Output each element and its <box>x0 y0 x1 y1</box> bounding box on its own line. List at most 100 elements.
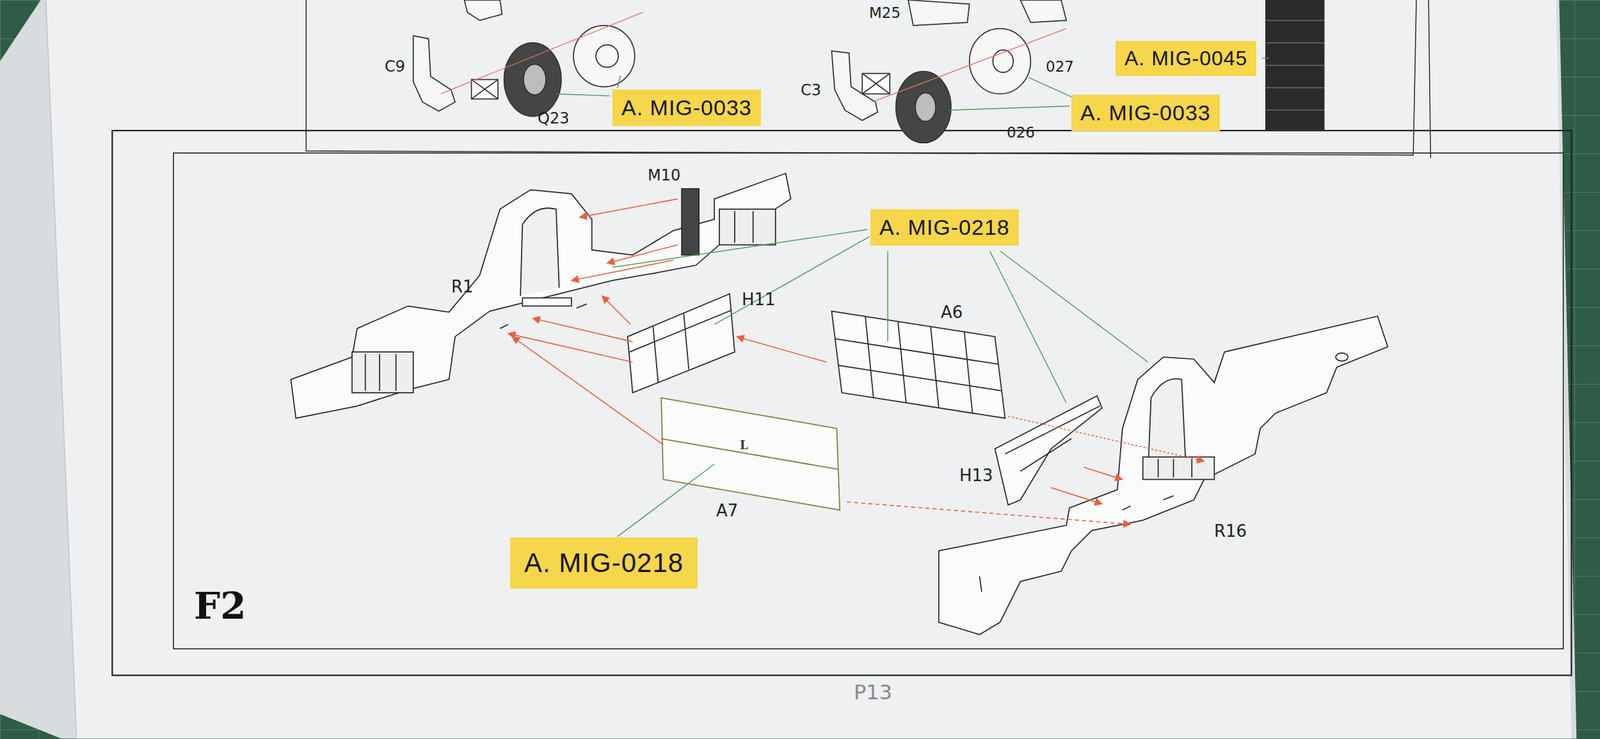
illustration-part <box>508 333 633 363</box>
paint-callout: A. MIG-0218 <box>870 209 1019 246</box>
step-number: F2 <box>192 586 249 626</box>
illustration-part <box>652 326 658 383</box>
callout-text: A. MIG-0033 <box>621 95 752 121</box>
illustration-part <box>1000 250 1149 363</box>
illustration-part <box>1004 406 1100 455</box>
illustration-part <box>1265 87 1325 88</box>
illustration-part <box>896 71 952 144</box>
part-number: Q23 <box>535 110 571 127</box>
illustration-part <box>862 73 890 95</box>
illustration-part <box>938 316 1389 635</box>
illustration-part <box>1265 110 1325 111</box>
illustration-part <box>305 0 1417 155</box>
illustration-part <box>1262 57 1270 59</box>
illustration-part <box>837 365 1001 392</box>
illustration-part <box>734 211 736 243</box>
illustration-part <box>1265 19 1325 21</box>
illustration-part <box>1265 64 1325 66</box>
callout-text: A. MIG-0033 <box>1080 100 1211 126</box>
illustration-part <box>520 208 560 296</box>
illustration-part <box>617 464 715 537</box>
paint-callout: A. MIG-0033 <box>612 89 761 127</box>
illustration-part <box>969 28 1032 95</box>
illustration-part <box>532 318 633 342</box>
illustration-part <box>612 229 1149 537</box>
illustration-part <box>1265 20 1325 111</box>
illustration-part <box>930 326 939 409</box>
paint-callout: A. MIG-0045 <box>1115 40 1257 77</box>
paint-callout: A. MIG-0218 <box>510 537 698 589</box>
illustration-part <box>46 0 1572 739</box>
illustration-part <box>719 209 776 246</box>
illustration-part <box>995 396 1103 506</box>
illustration-part <box>290 173 791 419</box>
illustration-part <box>571 260 674 281</box>
illustration-part <box>661 398 840 511</box>
illustration-part <box>1050 487 1103 505</box>
illustration-part <box>464 0 502 21</box>
illustration-part <box>612 229 868 268</box>
illustration-part <box>964 331 973 414</box>
illustration-part <box>629 310 732 352</box>
illustration-part <box>915 92 936 122</box>
illustration-part <box>1143 456 1215 480</box>
illustration-part <box>846 501 1131 525</box>
illustration-part <box>831 0 1067 143</box>
illustration-part <box>1083 467 1123 480</box>
illustration-part <box>908 0 970 26</box>
page-number: P13 <box>851 681 895 704</box>
illustration-part <box>352 352 414 393</box>
part-number: H13 <box>957 466 996 485</box>
illustration-part <box>471 79 498 99</box>
callout-text: A. MIG-0045 <box>1124 46 1248 71</box>
illustration-part <box>992 49 1014 73</box>
illustration-part <box>364 353 367 391</box>
illustration-part <box>595 44 619 68</box>
illustration-part <box>862 73 890 95</box>
illustration-part <box>112 130 1572 676</box>
illustration-part <box>862 73 890 95</box>
part-number: M10 <box>645 167 683 184</box>
illustration-part <box>681 188 699 256</box>
part-number: A7 <box>714 501 740 520</box>
illustration-part <box>617 75 621 88</box>
illustration-part <box>440 12 644 95</box>
illustration-part <box>46 0 77 739</box>
illustration-part <box>512 336 664 445</box>
illustration-part <box>556 94 611 96</box>
illustration-part <box>1173 458 1175 478</box>
illustration-part <box>1265 42 1325 43</box>
illustration-part <box>990 250 1067 404</box>
part-number: C9 <box>382 58 408 75</box>
illustration-part <box>602 295 632 325</box>
illustration-part <box>1428 0 1431 159</box>
illustration-part <box>865 316 874 399</box>
illustration-part <box>1163 496 1174 500</box>
illustration-part <box>1191 458 1193 478</box>
illustration-part <box>831 311 1005 418</box>
illustration-part <box>1028 77 1072 97</box>
illustration-part <box>523 64 546 95</box>
illustration-part <box>573 25 635 88</box>
illustration-part <box>897 321 907 404</box>
illustration-part <box>683 312 689 370</box>
illustration-part <box>661 439 838 470</box>
illustration-part <box>413 35 456 112</box>
part-number: 026 <box>1004 124 1037 141</box>
part-number: H11 <box>739 290 778 309</box>
illustration-part <box>1020 439 1072 472</box>
illustration-part <box>1020 0 1067 23</box>
illustration-part <box>499 324 509 329</box>
illustration-part <box>508 199 1204 525</box>
part-number: A6 <box>938 303 965 322</box>
callout-text: A. MIG-0218 <box>879 215 1010 240</box>
illustration-part <box>471 79 498 99</box>
part-number: R1 <box>449 277 476 296</box>
illustration-part <box>576 304 587 308</box>
illustration-part <box>627 293 735 393</box>
illustration-part <box>979 576 982 592</box>
